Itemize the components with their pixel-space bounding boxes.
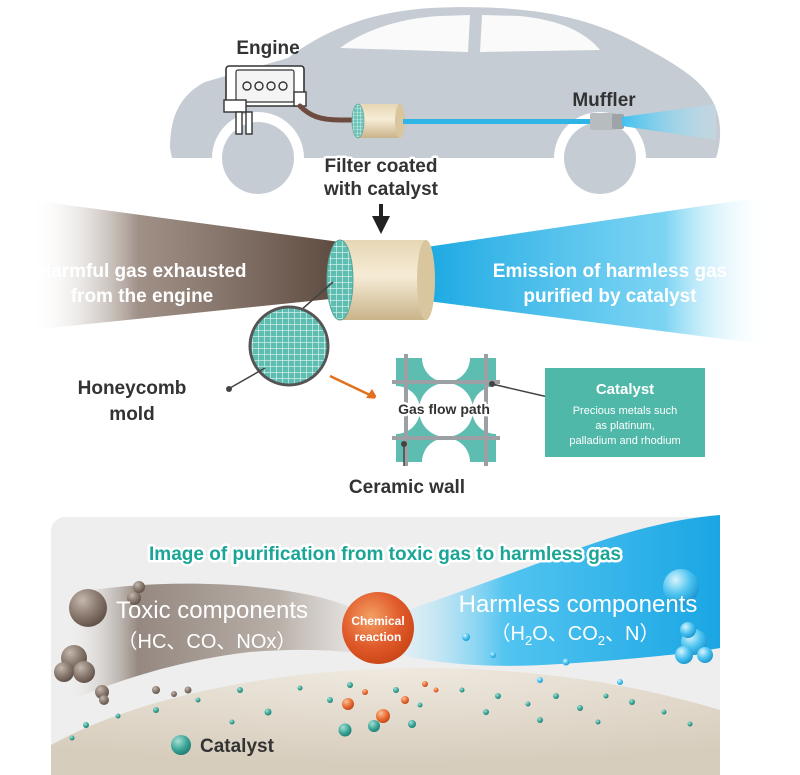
muffler-label: Muffler [572,90,636,111]
formula-sub-2a: 2 [525,633,532,648]
honeycomb-label-line1: Honeycomb [78,378,187,399]
harmless-components-title: Harmless components [459,591,698,618]
toxic-components-title: Toxic components [116,597,308,624]
formula-sub-2b: 2 [598,633,605,648]
rear-wheel [564,122,636,194]
harmful-gas-beam [30,200,340,330]
harmful-gas-label-line2: from the engine [71,286,214,307]
chemical-reaction-circle [342,592,414,664]
reaction-label-line2: reaction [355,630,402,644]
muffler-icon [590,113,624,130]
engine-label: Engine [236,38,299,59]
catalyst-box-desc1: Precious metals such [573,405,678,417]
catalyst-box-desc3: palladium and rhodium [569,435,680,447]
catalyst-info-box: Catalyst Precious metals such as platinu… [545,368,705,457]
formula-h: （H [491,622,525,645]
harmful-gas-label-line1: Harmful gas exhausted [37,261,246,282]
harmless-components-formula: （H2O、CO2、N） [491,622,660,648]
toxic-molecules [54,581,192,705]
filter-label-line1: Filter coated [325,156,438,177]
reaction-particles [342,681,439,723]
gas-flow-path-label: Gas flow path [398,401,490,417]
engine-icon [223,65,307,135]
exhaust-pipe-dirty [297,103,361,123]
catalyst-box-title: Catalyst [596,381,654,398]
emission-label-line1: Emission of harmless gas [493,261,727,282]
pointer-arrowhead-icon [366,389,378,399]
small-catalyst-filter [351,103,405,139]
gas-flow-path-cell [372,334,520,486]
car-window-rear [480,15,600,52]
down-arrow-icon [372,216,390,234]
filter-label-line2: with catalyst [323,179,439,200]
toxic-components-formula: （HC、CO、NOx） [118,630,297,653]
toxic-gas-band [60,583,372,700]
emission-label-line2: purified by catalyst [523,286,697,307]
reaction-label-line1: Chemical [351,614,404,628]
catalyst-filter-cylinder [326,239,435,321]
harmless-gas-band [390,515,720,666]
harmless-molecules [462,569,713,685]
formula-o-co: O、CO [532,623,598,645]
purification-title: Image of purification from toxic gas to … [149,544,621,565]
catalyst-box-desc2: as platinum, [595,420,654,432]
catalyst-legend-icon [171,735,191,755]
pointer-arrow [329,374,373,398]
honeycomb-label-line2: mold [109,404,154,425]
catalyst-particles [69,682,693,741]
honeycomb-magnified [248,305,330,387]
formula-n: 、N） [605,622,659,645]
car-window [340,15,470,52]
catalyst-pointer-line [491,383,549,398]
ceramic-wall-label: Ceramic wall [349,477,465,498]
muffler-jet [622,104,716,140]
front-wheel [222,122,294,194]
catalyst-legend-label: Catalyst [200,736,275,757]
harmless-gas-beam [420,196,770,345]
exhaust-pipe-clean [403,119,593,124]
